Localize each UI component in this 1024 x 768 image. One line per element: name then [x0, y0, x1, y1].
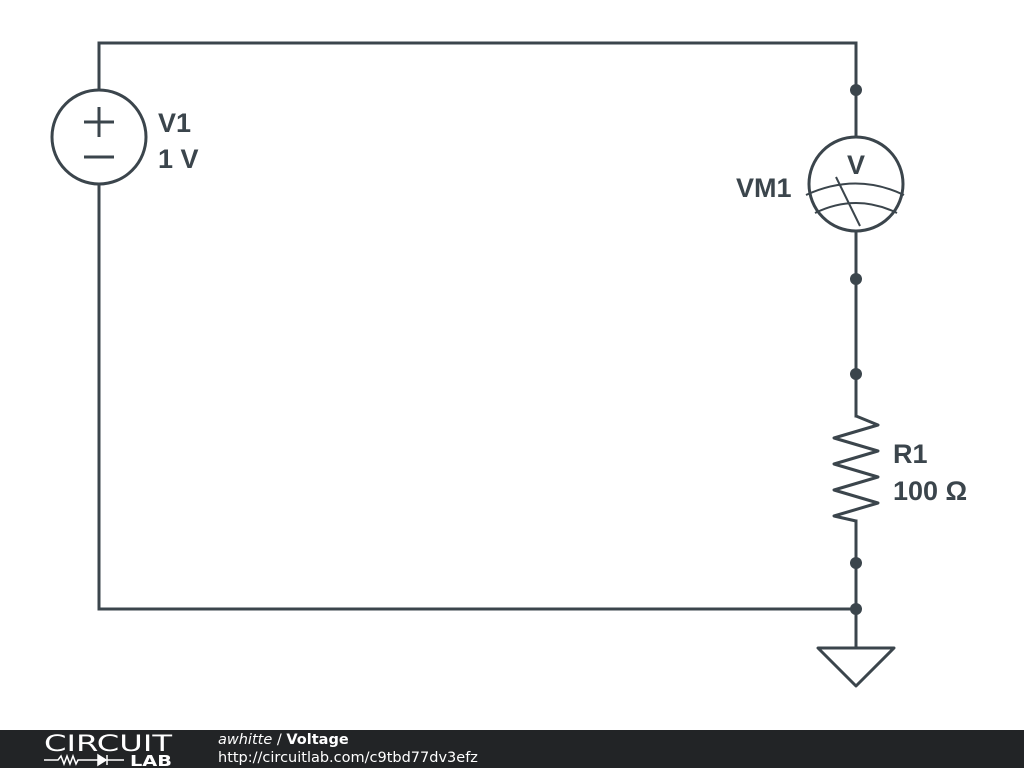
- voltmeter-vm1[interactable]: [805, 135, 905, 233]
- footer-title-line: awhitte / Voltage: [218, 731, 478, 749]
- voltage-source-name: V1: [158, 108, 191, 138]
- footer-info: awhitte / Voltage http://circuitlab.com/…: [218, 731, 478, 767]
- footer-author[interactable]: awhitte: [218, 732, 273, 748]
- meter-dial-icon: [805, 176, 905, 227]
- voltage-source-v1[interactable]: [50, 88, 148, 186]
- plus-icon: [84, 107, 114, 137]
- junction-dot: [850, 557, 862, 569]
- junction-dot: [850, 84, 862, 96]
- circuit-schematic: V1 1 V V VM1 R1 100 Ω: [50, 41, 967, 688]
- resistor-value: 100 Ω: [893, 476, 967, 506]
- footer-bar: CIRCUIT LAB awhitte / Voltage http://cir…: [0, 730, 1024, 768]
- logo-text-circuit: CIRCUIT: [44, 732, 173, 757]
- logo-text-lab: LAB: [130, 752, 172, 768]
- voltage-source-circle: [50, 88, 148, 186]
- junction-dot: [850, 368, 862, 380]
- junction-dots: [850, 84, 862, 615]
- voltmeter-symbol: V: [847, 150, 865, 180]
- footer-separator: /: [272, 732, 287, 748]
- logo-circuit-icon: [44, 753, 124, 767]
- junction-dot: [850, 273, 862, 285]
- ground-triangle-icon[interactable]: [816, 646, 896, 688]
- voltage-source-value: 1 V: [158, 144, 199, 174]
- circuitlab-logo[interactable]: CIRCUIT LAB: [0, 730, 200, 768]
- wires: [97, 41, 858, 650]
- footer-url[interactable]: http://circuitlab.com/c9tbd77dv3efz: [218, 750, 478, 766]
- voltmeter-circle: [807, 135, 905, 233]
- footer-title[interactable]: Voltage: [286, 732, 349, 748]
- junction-dot: [850, 603, 862, 615]
- voltmeter-name: VM1: [736, 173, 792, 203]
- resistor-name: R1: [893, 439, 928, 469]
- zigzag-resistor-icon[interactable]: [832, 414, 880, 523]
